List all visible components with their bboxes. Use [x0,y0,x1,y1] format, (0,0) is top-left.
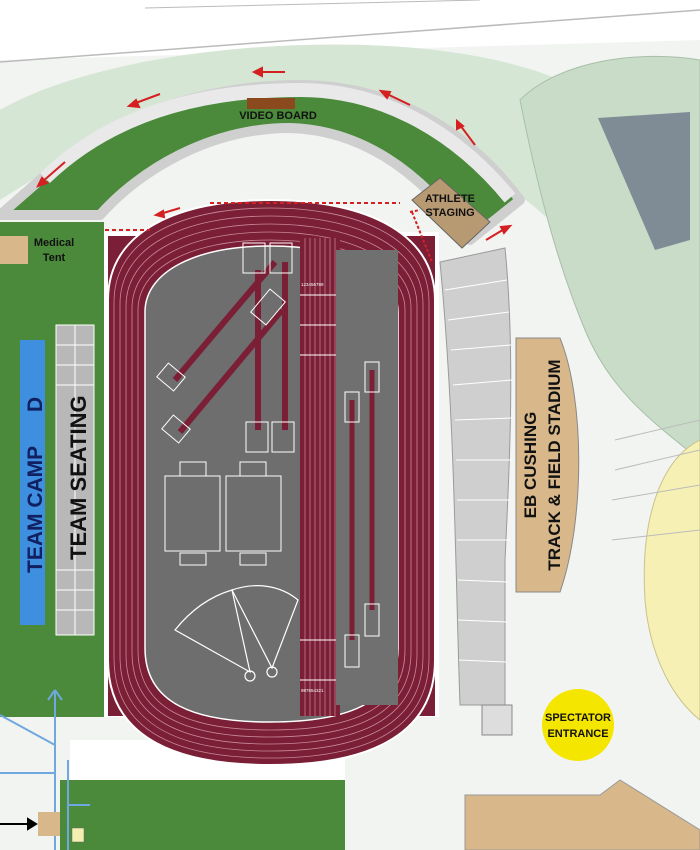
jump-runways [156,242,380,668]
walkway-ring [40,82,516,203]
straight-lane-lines [304,238,336,716]
stadium-building [515,337,580,593]
lane-lines [113,207,430,759]
entry-arrow [0,817,38,831]
spectator-entrance-label-2: ENTRANCE [547,728,608,740]
lane-numbers-bottom: 987654321 [301,688,324,693]
team-seating-label: TEAM SEATING [66,395,91,560]
lane-numbers-top: 123456789 [301,282,324,287]
south-kiosk [38,812,60,836]
spectator-entrance-label-1: SPECTATOR [545,712,611,724]
south-marker [71,827,85,843]
road-top [0,0,700,60]
athlete-staging-label-2: STAGING [425,207,474,219]
plaza-lines [611,419,700,541]
medical-tent [0,236,28,264]
finish-marks [300,294,340,681]
medical-tent-label-2: Tent [43,252,66,264]
stadium-name-line2: TRACK & FIELD STADIUM [545,359,564,570]
seating-rows [56,325,94,635]
medical-tent-label-1: Medical [34,237,74,249]
athlete-staging-label-1: ATHLETE [425,193,475,205]
south-grass [60,780,345,850]
stadium-gate [481,704,513,736]
team-camp-letter: D [24,397,47,412]
athlete-flow-arrows [36,66,513,263]
team-camp-area [20,340,45,625]
adjacent-field [643,439,700,721]
spectator-entrance[interactable] [542,689,614,761]
stadium-name-line1: EB CUSHING [521,412,540,519]
grandstand-rows [444,279,513,663]
pond [598,112,690,250]
road-edge [0,9,700,63]
southeast-building [464,779,700,850]
video-board-label: VIDEO BOARD [239,110,317,122]
video-board [247,98,295,109]
throw-sectors [174,585,299,682]
infield-east-strip [336,250,398,705]
grandstand [439,247,512,706]
team-camp-label: TEAM CAMP [24,446,47,573]
road-line [144,0,481,9]
athlete-staging [411,177,491,249]
